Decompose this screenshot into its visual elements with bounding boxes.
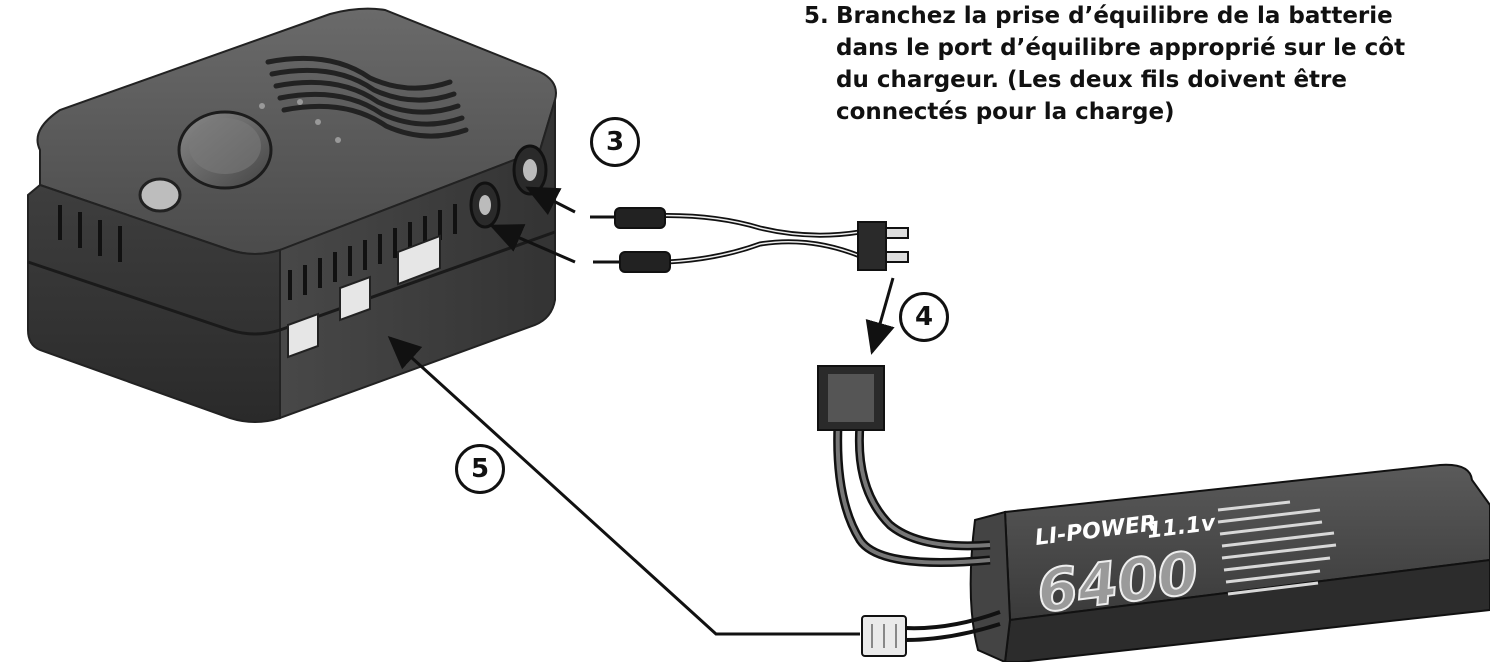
banana-plug-red <box>590 207 666 229</box>
battery-balance-lead <box>861 610 1001 657</box>
instruction-line-4: connectés pour la charge) <box>836 99 1175 125</box>
instruction-line-1: Branchez la prise d’équilibre de la batt… <box>836 3 1393 29</box>
banana-plug-black <box>593 251 671 273</box>
step-3-marker: 3 <box>590 117 640 167</box>
charger-vent-grille <box>265 55 469 139</box>
traxxas-connector <box>817 365 885 431</box>
battery-pack: LI-POWER 11.1v 6400 <box>969 463 1490 664</box>
charger-leds <box>259 99 341 143</box>
deans-connector <box>857 221 909 271</box>
charger-output-jacks <box>469 144 548 229</box>
charger <box>27 7 557 423</box>
arrow-step4 <box>865 277 895 355</box>
step-5-marker: 5 <box>455 444 505 494</box>
charger-balance-ports <box>287 234 441 359</box>
step-4-marker: 4 <box>899 292 949 342</box>
charger-button <box>138 177 182 213</box>
arrow-step5 <box>387 335 860 636</box>
instruction-line-3: du chargeur. (Les deux fils doivent être <box>836 67 1347 93</box>
battery-main-leads <box>833 424 991 567</box>
instruction-line-2: dans le port d’équilibre approprié sur l… <box>836 35 1406 61</box>
instruction-number: 5. <box>804 3 829 29</box>
arrow-step3-lower <box>489 224 576 264</box>
battery-spec-lines <box>1217 500 1337 596</box>
instruction-step-5: 5. Branchez la prise d’équilibre de la ba… <box>804 0 1490 128</box>
arrow-step3-upper <box>525 186 576 216</box>
